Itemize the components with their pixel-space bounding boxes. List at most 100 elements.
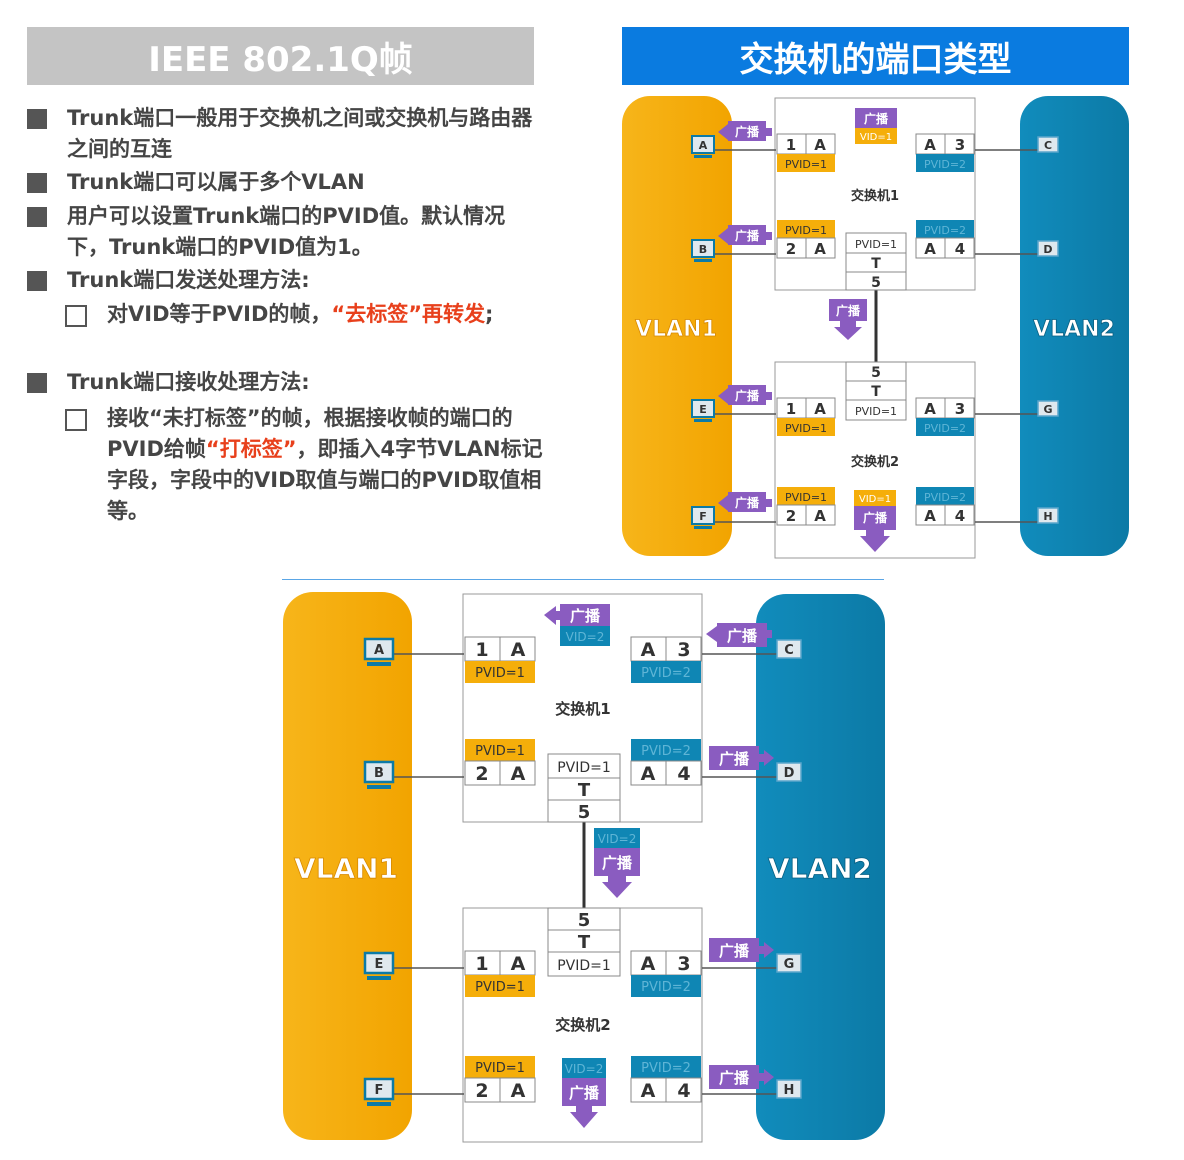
bullet-trunk-send: Trunk端口发送处理方法: — [27, 265, 547, 296]
sw1-port3: A 3 PVID=2 — [630, 636, 702, 683]
port-number: 1 — [475, 953, 488, 975]
broadcast-arrow-d: 广播 — [709, 746, 774, 770]
broadcast-frame-top: 广播 VID=1 — [855, 108, 897, 144]
sub-bullet-receive-rule: 接收“未打标签”的帧，根据接收帧的端口的PVID给帧“打标签”，即插入4字节VL… — [65, 403, 545, 527]
bullet-text: Trunk端口接收处理方法: — [67, 370, 310, 394]
sw2-port3: A 3 PVID=2 — [915, 397, 975, 436]
broadcast-label: 广播 — [719, 750, 750, 768]
broadcast-label: 广播 — [735, 495, 760, 510]
sw1-port4: PVID=2 A 4 — [630, 739, 702, 786]
port-number: 5 — [871, 275, 881, 291]
bullet-trunk-pvid: 用户可以设置Trunk端口的PVID值。默认情况下，Trunk端口的PVID值为… — [27, 201, 547, 263]
broadcast-label: 广播 — [735, 228, 760, 243]
vlan1-area — [622, 96, 732, 556]
port-pvid: PVID=2 — [641, 1061, 691, 1076]
sw2-port4: PVID=2 A 4 — [630, 1056, 702, 1103]
checkbox-icon — [65, 409, 87, 431]
vlan2-label: VLAN2 — [1033, 317, 1115, 342]
host-e-label: E — [375, 957, 384, 972]
broadcast-frame-bottom: VID=2 广播 — [562, 1058, 606, 1128]
host-g: G — [1037, 400, 1059, 417]
port-type: A — [814, 507, 826, 525]
port-type: A — [924, 507, 936, 525]
port-number: 3 — [677, 953, 690, 975]
port-type: A — [641, 639, 656, 661]
vlan2-area — [1020, 96, 1129, 556]
port-pvid: PVID=1 — [785, 158, 827, 171]
host-d-label: D — [784, 766, 795, 781]
vid-label: VID=2 — [565, 1062, 604, 1076]
host-c-label: C — [784, 643, 794, 658]
host-b-label: B — [374, 766, 384, 781]
port-pvid: PVID=1 — [557, 760, 611, 776]
port-pvid: PVID=1 — [475, 1061, 525, 1076]
highlight-text: “打标签” — [205, 437, 297, 461]
bullet-trunk-multi-vlan: Trunk端口可以属于多个VLAN — [27, 167, 547, 198]
host-a-label: A — [699, 139, 708, 152]
host-e: E — [691, 399, 715, 422]
host-a: A — [363, 637, 395, 666]
broadcast-frame-top: 广播 VID=2 — [544, 604, 610, 646]
sub-bullet-text: 对VID等于PVID的帧，“去标签”再转发; — [107, 299, 547, 330]
host-f: F — [691, 506, 715, 529]
switch1-label: 交换机1 — [555, 700, 610, 718]
port-type: A — [641, 763, 656, 785]
bullet-square-icon — [27, 271, 47, 291]
host-c-label: C — [1044, 139, 1052, 152]
host-a-label: A — [374, 643, 384, 658]
host-g: G — [776, 953, 802, 973]
lower-diagram: VLAN1 VLAN2 交换机1 交换机2 A B E — [283, 592, 885, 1143]
text-part: 对VID等于PVID的帧， — [107, 302, 332, 326]
port-type: T — [871, 256, 881, 272]
host-d: D — [776, 762, 802, 782]
port-number: 2 — [475, 763, 488, 785]
host-e: E — [363, 951, 395, 980]
upper-diagram: VLAN1 VLAN2 交换机1 交换机2 A B E — [622, 96, 1129, 559]
sub-bullet-send-rule: 对VID等于PVID的帧，“去标签”再转发; — [65, 299, 545, 330]
section-divider — [282, 579, 884, 580]
port-type: A — [511, 1080, 526, 1102]
host-h: H — [776, 1079, 802, 1099]
broadcast-label: 广播 — [735, 388, 760, 403]
right-header: 交换机的端口类型 — [622, 27, 1129, 85]
host-b-label: B — [699, 243, 707, 256]
port-number: 3 — [677, 639, 690, 661]
broadcast-arrow-h: 广播 — [709, 1065, 774, 1089]
sw2-port2: PVID=1 2 A — [464, 1056, 536, 1103]
sw1-port1: 1 A PVID=1 — [464, 636, 536, 683]
sw2-port1: 1 A PVID=1 — [776, 397, 836, 436]
sw2-port5: 5 T PVID=1 — [845, 361, 907, 421]
port-pvid: PVID=1 — [855, 405, 897, 418]
port-pvid: PVID=2 — [924, 158, 966, 171]
port-type: A — [511, 763, 526, 785]
port-type: A — [641, 953, 656, 975]
port-type: A — [814, 136, 826, 154]
port-pvid: PVID=1 — [475, 980, 525, 995]
vid-label: VID=1 — [860, 132, 892, 143]
sw1-port3: A 3 PVID=2 — [915, 133, 975, 172]
vlan1-label: VLAN1 — [294, 852, 398, 885]
broadcast-label: 广播 — [735, 124, 760, 139]
port-number: 1 — [786, 400, 796, 418]
host-b: B — [363, 760, 395, 789]
port-pvid: PVID=1 — [475, 666, 525, 681]
port-type: A — [814, 400, 826, 418]
port-type: A — [924, 400, 936, 418]
host-d: D — [1037, 240, 1059, 257]
port-pvid: PVID=2 — [924, 491, 966, 504]
port-number: 5 — [578, 802, 591, 823]
port-type: T — [578, 932, 591, 953]
broadcast-label: 广播 — [863, 510, 888, 525]
bullet-text: 用户可以设置Trunk端口的PVID值。默认情况下，Trunk端口的PVID值为… — [67, 204, 506, 259]
vid-label: VID=1 — [859, 494, 891, 505]
broadcast-label: 广播 — [864, 111, 889, 126]
broadcast-label: 广播 — [836, 303, 861, 318]
port-type: A — [924, 240, 936, 258]
port-type: A — [924, 136, 936, 154]
vlan1-label: VLAN1 — [635, 317, 717, 342]
port-pvid: PVID=1 — [785, 224, 827, 237]
bullet-trunk-receive: Trunk端口接收处理方法: — [27, 367, 547, 398]
bullet-square-icon — [27, 173, 47, 193]
sub-bullet-text: 接收“未打标签”的帧，根据接收帧的端口的PVID给帧“打标签”，即插入4字节VL… — [107, 403, 547, 527]
port-number: 2 — [786, 507, 796, 525]
